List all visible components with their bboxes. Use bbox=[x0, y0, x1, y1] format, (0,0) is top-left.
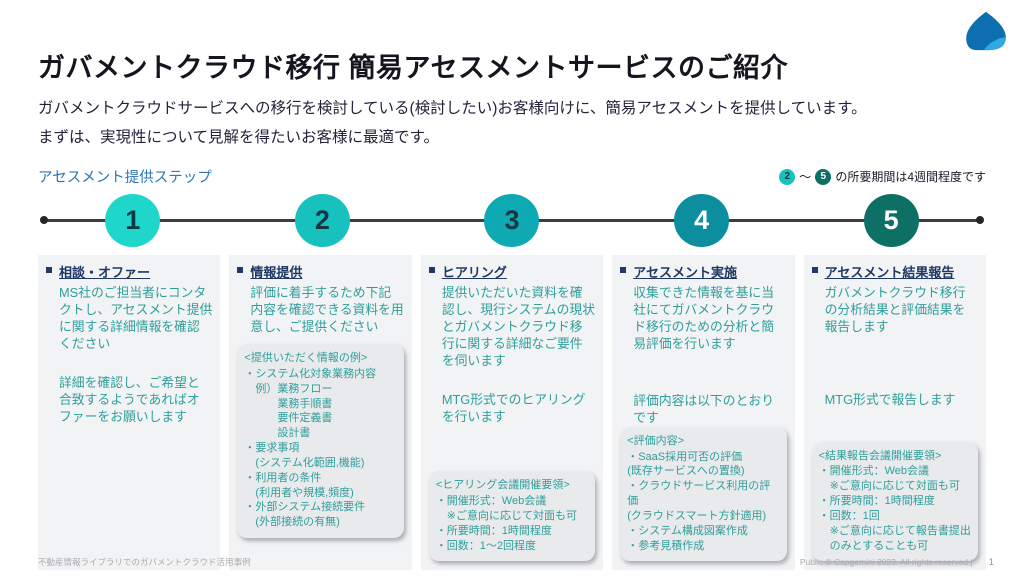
info-box-line: ※ご意向に応じて報告書提出 bbox=[818, 524, 971, 537]
info-box-line: ・要求事項 bbox=[244, 442, 300, 455]
duration-tilde: ～ bbox=[799, 170, 812, 185]
info-box-title: <ヒアリング会議開催要領> bbox=[435, 479, 570, 492]
column-4-paragraph-2: 評価内容は以下のとおりです bbox=[633, 392, 774, 425]
page-subtitle: ガバメントクラウドサービスへの移行を検討している(検討したい)お客様向けに、簡易… bbox=[38, 95, 986, 152]
info-box-line: ※ご意向に応じて対面も可 bbox=[435, 509, 578, 522]
info-box-line: ・所要時間：1時間程度 bbox=[435, 524, 552, 537]
column-4-paragraph-1: 収集できた情報を基に当社にてガバメントクラウド移行のための分析と簡易評価を行いま… bbox=[633, 285, 774, 352]
info-box-line: (既存サービスへの置換) bbox=[627, 465, 745, 478]
step-column-5: アセスメント結果報告 ガバメントクラウド移行の分析結果と評価結果を報告します M… bbox=[803, 255, 987, 571]
subtitle-line-2: まずは、実現性について見解を得たいお客様に最適です。 bbox=[38, 128, 439, 146]
info-box-line: 例）業務フロー bbox=[244, 382, 333, 395]
page-number: 1 bbox=[988, 556, 994, 568]
info-box-line: ・システム化対象業務内容 bbox=[244, 367, 377, 380]
info-box-line: ・参考見積作成 bbox=[627, 539, 705, 552]
step-circle-1: 1 bbox=[105, 193, 161, 247]
mini-step-5-badge: 5 bbox=[815, 168, 832, 185]
step-circle-5: 5 bbox=[863, 193, 919, 247]
bullet-square-icon bbox=[46, 267, 52, 274]
info-box-line: ・開催形式：Web会議 bbox=[818, 465, 930, 478]
step-column-4: アセスメント実施 収集できた情報を基に当社にてガバメントクラウド移行のための分析… bbox=[612, 255, 795, 571]
info-box-line: ・利用者の条件 bbox=[244, 471, 322, 484]
capgemini-spade-logo bbox=[966, 11, 1006, 51]
info-box-title: <評価内容> bbox=[627, 434, 685, 447]
duration-note: 2 ～ 5 の所要期間は4週間程度です bbox=[779, 168, 986, 185]
column-1-heading: 相談・オファー bbox=[59, 265, 151, 281]
info-box-title: <結果報告会議開催要領> bbox=[818, 449, 942, 462]
duration-note-text: の所要期間は4週間程度です bbox=[835, 170, 986, 185]
page-title: ガバメントクラウド移行 簡易アセスメントサービスのご紹介 bbox=[38, 53, 788, 83]
bullet-square-icon bbox=[237, 267, 244, 274]
step-circle-3: 3 bbox=[484, 193, 540, 247]
info-box-line: ・回数：1回 bbox=[818, 509, 880, 522]
step-circle-2: 2 bbox=[294, 193, 350, 247]
info-box-line: (外部接続の有無) bbox=[244, 516, 340, 529]
timeline-start-dot bbox=[40, 216, 48, 225]
column-1-paragraph-1: MS社のご担当者にコンタクトし、アセスメント提供に関する詳細情報を確認ください bbox=[59, 285, 213, 352]
column-1-paragraph-2: 詳細を確認し、ご希望と合致するようであればオファーをお願いします bbox=[59, 374, 200, 424]
info-box-line: のみとすることも可 bbox=[818, 539, 929, 552]
mini-step-2-badge: 2 bbox=[779, 168, 796, 185]
column-3-info-box: <ヒアリング会議開催要領> ・開催形式：Web会議 ※ご意向に応じて対面も可 ・… bbox=[428, 471, 596, 562]
info-box-line: ・SaaS採用可否の評価 bbox=[627, 450, 743, 463]
info-box-line: ※ご意向に応じて対面も可 bbox=[818, 480, 960, 493]
step-circle-4: 4 bbox=[674, 193, 730, 247]
bullet-square-icon bbox=[428, 267, 435, 274]
column-5-paragraph-2: MTG形式で報告します bbox=[824, 392, 956, 408]
info-box-line: 業務手順書 bbox=[244, 397, 333, 410]
column-4-info-box: <評価内容> ・SaaS採用可否の評価 (既存サービスへの置換) ・クラウドサー… bbox=[620, 426, 787, 562]
column-3-heading: ヒアリング bbox=[441, 265, 507, 281]
column-4-heading: アセスメント実施 bbox=[633, 265, 737, 281]
info-box-line: 要件定義書 bbox=[244, 412, 333, 425]
steps-section-label: アセスメント提供ステップ bbox=[38, 170, 212, 187]
step-column-1: 相談・オファー MS社のご担当者にコンタクトし、アセスメント提供に関する詳細情報… bbox=[38, 255, 221, 571]
info-box-line: ・所要時間：1時間程度 bbox=[818, 495, 935, 508]
column-5-paragraph-1: ガバメントクラウド移行の分析結果と評価結果を報告します bbox=[824, 285, 966, 335]
footer-copyright: Public © Capgemini 2023. All rights rese… bbox=[799, 557, 973, 567]
footer: 不動産情報ライブラリでのガバメントクラウド活用事例 Public © Capge… bbox=[38, 556, 994, 568]
timeline: 1 2 3 4 5 bbox=[38, 191, 986, 249]
info-box-line: ・回数：1～2回程度 bbox=[435, 539, 537, 552]
info-box-line: (クラウドスマート方針適用) bbox=[627, 509, 767, 522]
info-box-line: ・開催形式：Web会議 bbox=[435, 495, 547, 508]
step-column-2: 情報提供 評価に着手するため下記内容を確認できる資料を用意し、ご提供ください <… bbox=[229, 255, 412, 571]
info-box-title: <提供いただく情報の例> bbox=[244, 352, 368, 365]
timeline-end-dot bbox=[976, 216, 984, 225]
bullet-square-icon bbox=[620, 267, 627, 274]
info-box-line: (利用者や規模,頻度) bbox=[244, 486, 354, 499]
column-2-heading: 情報提供 bbox=[250, 265, 303, 281]
bullet-square-icon bbox=[811, 267, 818, 274]
step-columns: 相談・オファー MS社のご担当者にコンタクトし、アセスメント提供に関する詳細情報… bbox=[38, 255, 987, 571]
info-box-line: 設計書 bbox=[244, 427, 311, 440]
column-2-info-box: <提供いただく情報の例> ・システム化対象業務内容 例）業務フロー 業務手順書 … bbox=[237, 344, 404, 539]
info-box-line: ・クラウドサービス利用の評価 bbox=[627, 480, 771, 508]
step-column-3: ヒアリング 提供いただいた資料を確認し、現行システムの現状とガバメントクラウド移… bbox=[420, 255, 604, 571]
column-3-paragraph-1: 提供いただいた資料を確認し、現行システムの現状とガバメントクラウド移行に関する詳… bbox=[441, 285, 595, 368]
info-box-line: ・システム構成図案作成 bbox=[627, 524, 748, 537]
subtitle-line-1: ガバメントクラウドサービスへの移行を検討している(検討したい)お客様向けに、簡易… bbox=[38, 100, 867, 117]
column-5-info-box: <結果報告会議開催要領> ・開催形式：Web会議 ※ご意向に応じて対面も可 ・所… bbox=[811, 441, 979, 562]
column-2-paragraph-1: 評価に着手するため下記内容を確認できる資料を用意し、ご提供ください bbox=[250, 285, 404, 335]
column-3-paragraph-2: MTG形式でのヒアリングを行います bbox=[441, 391, 586, 424]
info-box-line: ・外部システム接続要件 bbox=[244, 501, 366, 514]
footer-left-text: 不動産情報ライブラリでのガバメントクラウド活用事例 bbox=[38, 557, 251, 567]
info-box-line: (システム化範囲,機能) bbox=[244, 456, 365, 469]
column-5-heading: アセスメント結果報告 bbox=[824, 265, 955, 281]
